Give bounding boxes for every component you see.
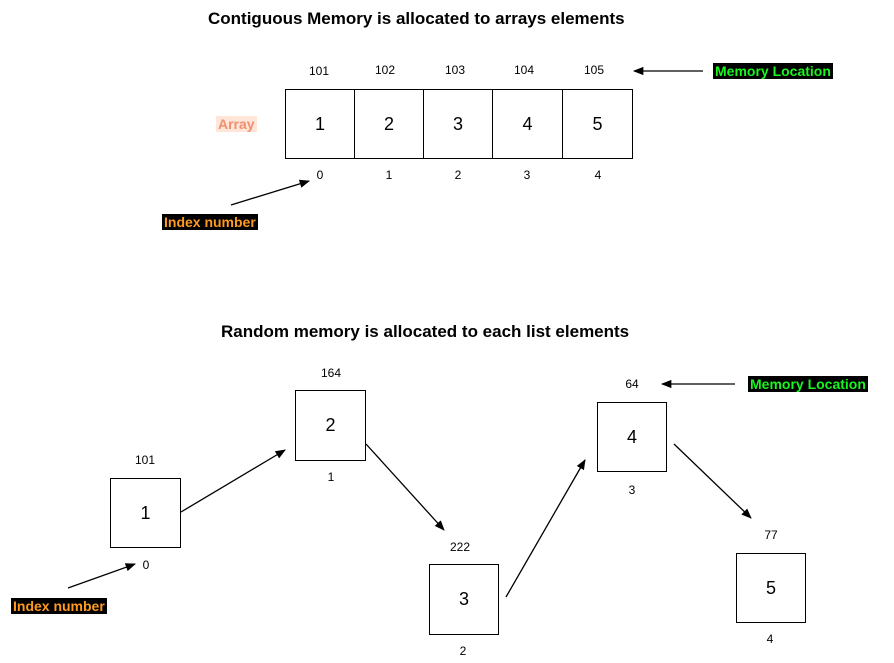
- list-node-0: 1: [110, 478, 181, 548]
- list-section-title: Random memory is allocated to each list …: [221, 322, 630, 341]
- list-address-3: 64: [625, 377, 639, 391]
- link-arrow-3-4: [673, 443, 752, 519]
- array-index-number-tag: Index number: [162, 214, 258, 230]
- list-address-0: 101: [134, 453, 156, 467]
- list-index-0: 0: [142, 558, 150, 572]
- array-index-4: 4: [594, 168, 602, 182]
- list-index-3: 3: [628, 483, 636, 497]
- list-index-arrow: [67, 563, 136, 589]
- array-label: Array: [216, 116, 257, 132]
- array-index-1: 1: [385, 168, 393, 182]
- list-node-2: 3: [429, 564, 499, 635]
- array-address-2: 103: [444, 63, 466, 77]
- array-address-0: 101: [308, 64, 330, 78]
- list-node-4: 5: [736, 553, 806, 623]
- array-memory-location-tag: Memory Location: [713, 63, 833, 79]
- list-address-4: 77: [764, 528, 778, 542]
- array-index-3: 3: [523, 168, 531, 182]
- list-index-4: 4: [766, 632, 774, 646]
- array-address-3: 104: [513, 63, 535, 77]
- array-address-1: 102: [374, 63, 396, 77]
- link-arrow-1-2: [365, 443, 445, 531]
- list-node-3: 4: [597, 402, 667, 472]
- list-address-2: 222: [449, 540, 471, 554]
- array-address-4: 105: [583, 63, 605, 77]
- array-cell-4: 5: [562, 89, 633, 159]
- list-index-1: 1: [327, 470, 335, 484]
- list-index-2: 2: [459, 644, 467, 658]
- array-cell-3: 4: [492, 89, 563, 159]
- list-index-number-tag: Index number: [11, 598, 107, 614]
- link-arrow-0-1: [180, 449, 286, 513]
- array-index-0: 0: [316, 168, 324, 182]
- array-section-title: Contiguous Memory is allocated to arrays…: [208, 9, 625, 28]
- list-address-1: 164: [320, 366, 342, 380]
- array-index-2: 2: [454, 168, 462, 182]
- list-node-1: 2: [295, 390, 366, 461]
- list-memory-location-tag: Memory Location: [748, 376, 868, 392]
- array-cell-0: 1: [285, 89, 355, 159]
- array-index-arrow: [230, 179, 310, 206]
- link-arrow-2-3: [505, 459, 586, 598]
